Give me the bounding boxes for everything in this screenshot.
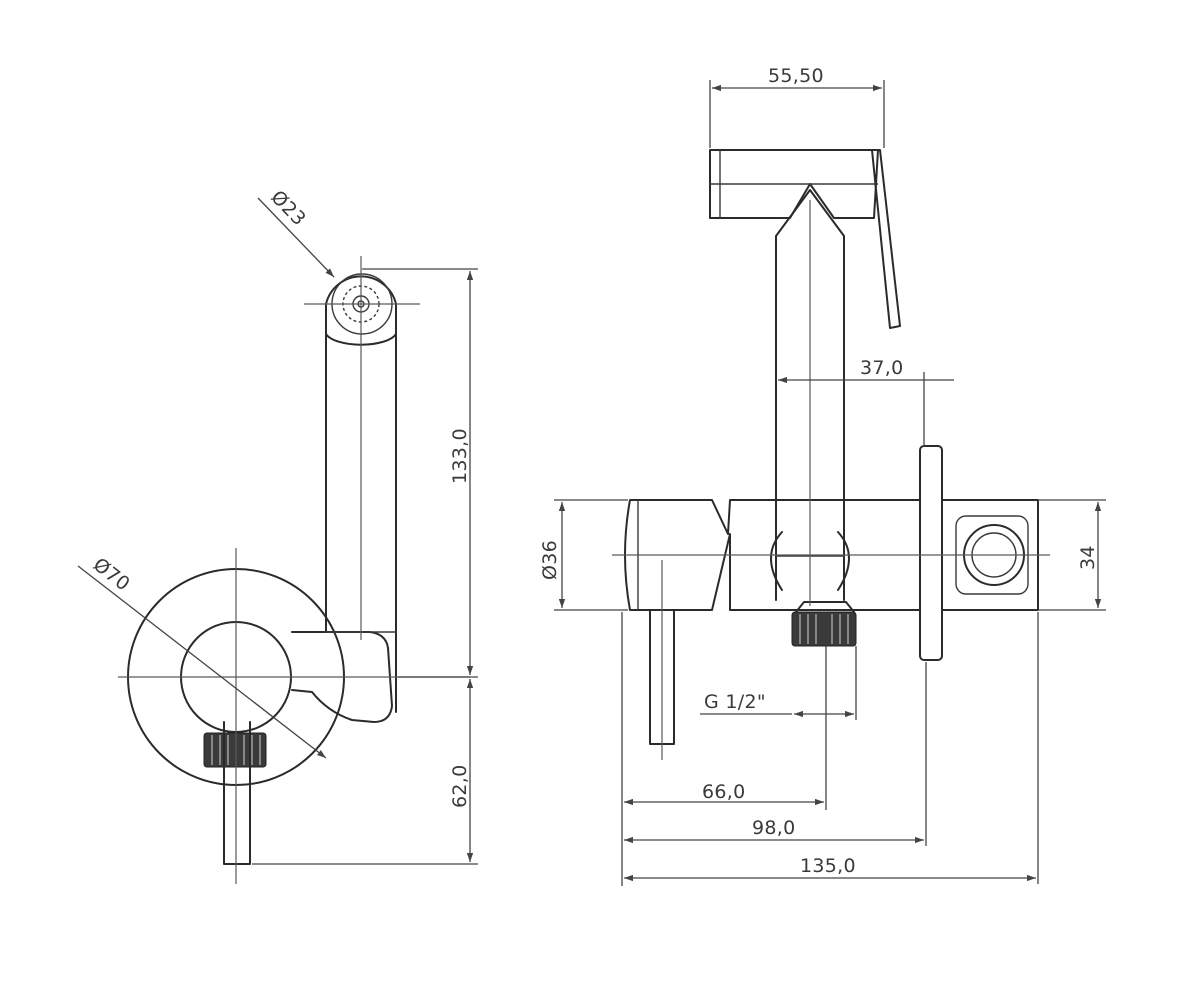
front-view: Ø23 Ø70 133,0 62,0 [77, 186, 478, 884]
spray-head [325, 275, 397, 346]
thread-connector [791, 611, 857, 647]
side-view: 55,50 37,0 Ø36 34 G 1/2" 66,0 98,0 135,0 [539, 65, 1106, 886]
dim-plate-diameter: Ø70 [89, 554, 134, 596]
dim-thread-size: G 1/2" [704, 691, 766, 713]
handset-side [775, 235, 845, 511]
lever-nut [203, 732, 267, 768]
lever-handle [223, 721, 251, 865]
dim-spray-head-diameter: Ø23 [266, 186, 310, 230]
dim-hose-offset: 37,0 [860, 357, 904, 379]
dim-lever-to-wall: 98,0 [752, 817, 796, 839]
hose-bracket [291, 631, 393, 723]
dim-lever-drop: 62,0 [449, 764, 471, 808]
trigger-lever [871, 149, 901, 329]
dim-body-diameter: Ø36 [539, 540, 561, 580]
dim-lever-to-outlet: 66,0 [702, 781, 746, 803]
dim-outlet-height: 34 [1077, 545, 1099, 570]
valve-body-side [624, 499, 921, 611]
wall-flange [919, 445, 943, 661]
dim-spray-height: 133,0 [449, 428, 471, 484]
spray-head-side [709, 149, 879, 219]
dim-total-depth: 135,0 [800, 855, 856, 877]
handset-body [325, 333, 397, 713]
dim-spray-head-length: 55,50 [768, 65, 824, 87]
